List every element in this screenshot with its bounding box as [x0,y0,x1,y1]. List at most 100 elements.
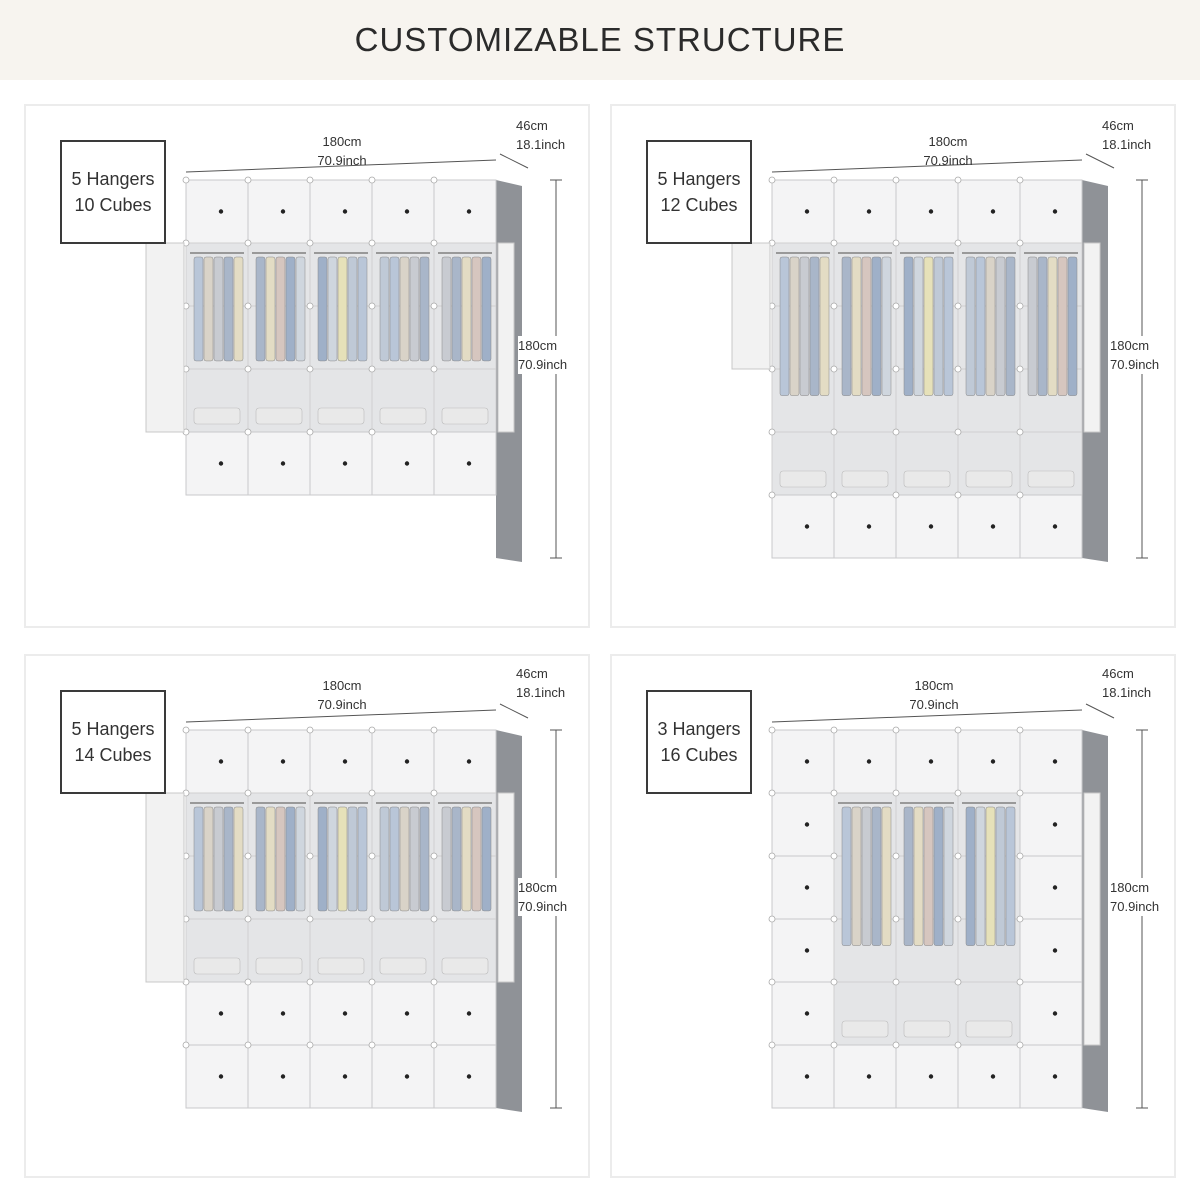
door-knob [404,461,410,466]
garment [441,806,452,912]
garment [943,806,954,946]
width-dimension: 180cm 70.9inch [894,676,974,714]
connector [954,789,962,797]
depth-cm: 46cm [1102,666,1134,681]
connector [306,302,314,310]
garment [357,806,368,912]
cube-door [1019,729,1083,794]
folded-clothes [317,407,365,425]
connector [830,491,838,499]
garment [1037,256,1048,396]
height-dimension: 180cm 70.9inch [1110,336,1174,374]
garment [481,256,492,362]
door-knob [466,759,472,764]
door-knob [928,524,934,529]
folded-clothes [193,407,241,425]
cube-door [309,1044,373,1109]
door-knob [342,1011,348,1016]
door-knob [804,1011,810,1016]
connector [954,176,962,184]
door-knob [866,524,872,529]
cube-door [895,729,959,794]
connector [368,239,376,247]
folded-clothes [379,957,427,975]
cube-door [771,494,835,559]
wardrobe [145,703,562,1112]
connector [430,915,438,923]
cube-door [309,729,373,794]
height-cm: 180cm [518,880,558,895]
garment [1005,256,1016,396]
garment [285,806,296,912]
door-knob [218,1074,224,1079]
width-dimension-line [771,159,1083,173]
connector [182,726,190,734]
door-knob [280,209,286,214]
connector [892,789,900,797]
cube-door [771,981,835,1046]
connector [430,302,438,310]
connector [954,302,962,310]
garment [1005,806,1016,946]
width-cm: 180cm [928,134,968,149]
cube-door [895,1044,959,1109]
cubes-count: 12 Cubes [660,195,738,215]
door-knob [990,209,996,214]
connector [768,491,776,499]
door-knob [804,948,810,953]
config-panel-2: 5 Hangers 12 Cubes 180cm 70.9inch 46cm 1… [610,104,1176,628]
garment [841,806,852,946]
config-panel-3: 5 Hangers 14 Cubes 180cm 70.9inch 46cm 1… [24,654,590,1178]
garment [203,256,214,362]
garment [481,806,492,912]
connector [954,978,962,986]
garment [1067,256,1078,396]
folded-clothes [903,470,951,488]
garment [985,806,996,946]
door-knob [1052,948,1058,953]
door-knob [342,759,348,764]
door-knob [280,1074,286,1079]
hangers-count: 3 Hangers [657,719,741,739]
cube-door [185,431,249,496]
connector [306,1041,314,1049]
cube-door [433,1044,497,1109]
garment [451,806,462,912]
connector [892,915,900,923]
connector [430,428,438,436]
cube-door [957,1044,1021,1109]
connector [830,302,838,310]
cube-door [1019,494,1083,559]
door-knob [404,209,410,214]
cube-door [1019,1044,1083,1109]
cube-door [771,855,835,920]
door-knob [866,209,872,214]
garment [471,806,482,912]
connector [768,726,776,734]
folded-clothes [379,407,427,425]
connector [306,365,314,373]
width-dimension: 180cm 70.9inch [302,676,382,714]
cube-door [433,431,497,496]
depth-inch: 18.1inch [1102,685,1152,700]
connector [244,915,252,923]
garment [379,256,390,362]
connector [892,428,900,436]
garment [213,256,224,362]
width-inch: 70.9inch [317,153,367,168]
connector [244,789,252,797]
garment [389,806,400,912]
connector [306,789,314,797]
garment [995,806,1006,946]
door-knob [1052,1074,1058,1079]
door-knob [342,209,348,214]
garment [255,806,266,912]
connector [768,176,776,184]
connector [368,852,376,860]
cube-door [833,179,897,244]
height-inch: 70.9inch [1110,899,1160,914]
garment [451,256,462,362]
depth-cm: 46cm [516,118,548,133]
door-knob [280,759,286,764]
garment [913,256,924,396]
